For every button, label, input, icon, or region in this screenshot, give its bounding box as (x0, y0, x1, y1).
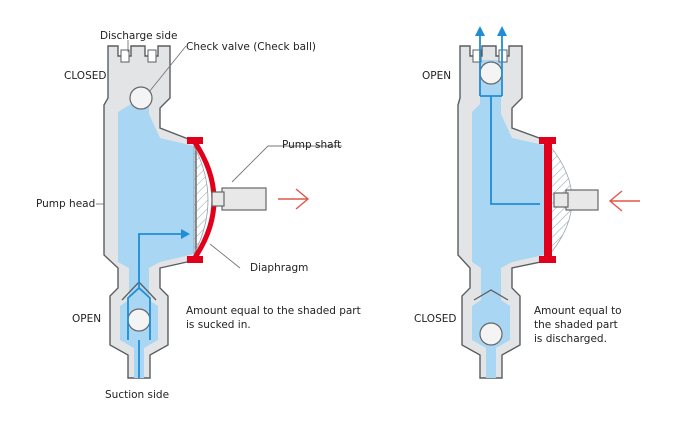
left-shaded-volume (193, 145, 209, 255)
label-discharge-side: Discharge side (100, 30, 177, 42)
label-pump-head: Pump head (36, 198, 95, 210)
label-left-closed: CLOSED (64, 70, 106, 82)
left-lower-check-ball (127, 308, 151, 332)
right-diaphragm (544, 142, 552, 260)
right-motion-arrow (608, 190, 640, 212)
label-pump-shaft: Pump shaft (282, 139, 341, 151)
left-pump-shaft (221, 187, 267, 211)
label-right-closed: CLOSED (414, 313, 456, 325)
label-diaphragm: Diaphragm (250, 262, 308, 274)
left-note-line-2: is sucked in. (186, 319, 251, 331)
right-note-line-3: is discharged. (534, 333, 607, 345)
label-right-open: OPEN (422, 70, 451, 82)
left-suction-flow-arrow (127, 233, 182, 378)
right-note-line-2: the shaded part (534, 319, 618, 331)
left-pump-liquid (118, 96, 194, 378)
right-pump (457, 26, 640, 379)
right-note-line-1: Amount equal to (534, 305, 622, 317)
right-upper-check-ball (479, 61, 503, 85)
right-pump-shaft (565, 189, 599, 211)
left-motion-arrow (278, 188, 310, 210)
label-suction-side: Suction side (105, 389, 169, 401)
label-check-valve: Check valve (Check ball) (186, 41, 316, 53)
label-left-open: OPEN (72, 313, 101, 325)
right-lower-check-ball (479, 322, 503, 346)
left-pump (96, 40, 342, 379)
left-note-line-1: Amount equal to the shaded part (186, 305, 361, 317)
right-discharge-flow-arrow (479, 36, 540, 205)
left-upper-check-ball (129, 86, 153, 110)
